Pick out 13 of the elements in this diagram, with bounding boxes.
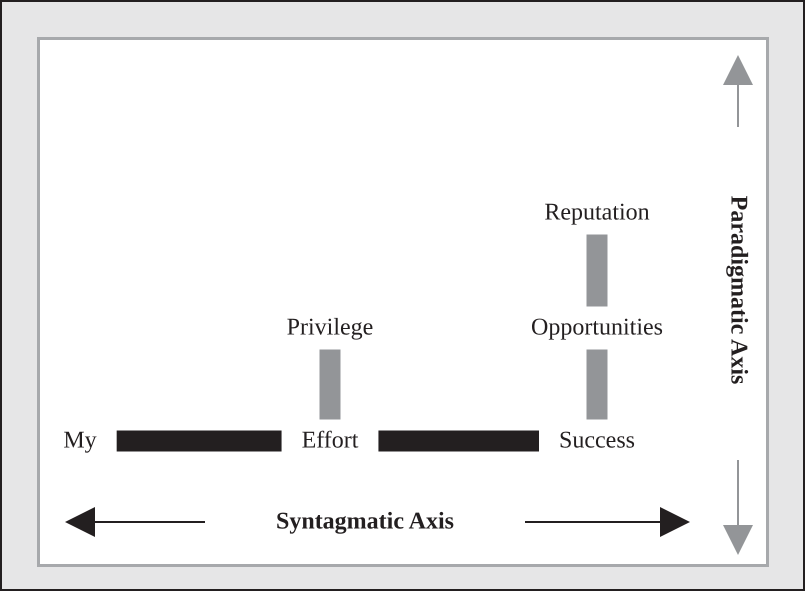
term-label: Success [559, 428, 635, 454]
connector-bar [378, 430, 539, 452]
term-label: Privilege [286, 314, 374, 342]
axis-label: Paradigmatic Axis [724, 196, 752, 384]
axis-label: Syntagmatic Axis [276, 508, 454, 536]
connector-bar [320, 350, 340, 420]
term-label: Effort [302, 428, 358, 454]
term-label: Opportunities [531, 314, 663, 342]
term-label: My [63, 428, 97, 454]
connector-bar [586, 350, 608, 420]
connector-bar [116, 430, 282, 452]
term-label: Reputation [544, 200, 650, 226]
connector-bar [586, 234, 608, 306]
